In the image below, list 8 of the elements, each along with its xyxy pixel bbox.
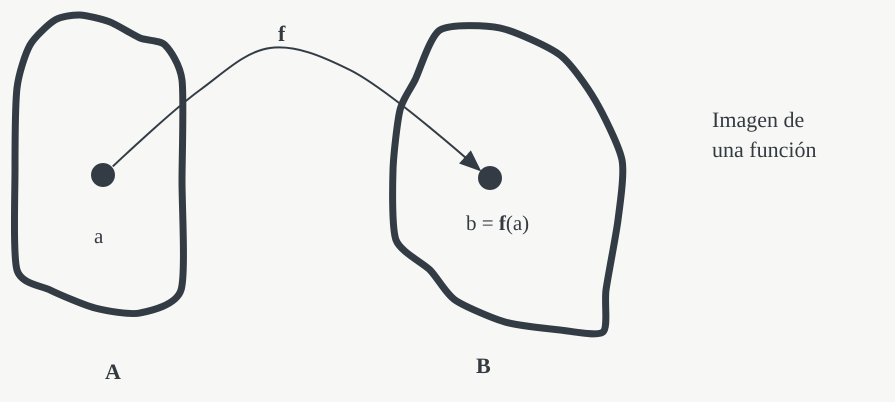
point-label: a (94, 224, 104, 248)
arrow (112, 46, 482, 172)
set-label: A (105, 360, 121, 384)
caption: Imagen de una función (712, 106, 818, 164)
point-dot (91, 163, 115, 187)
set-label: B (476, 354, 491, 378)
point-dot (478, 166, 502, 190)
point-label: b = f(a) (466, 211, 530, 235)
